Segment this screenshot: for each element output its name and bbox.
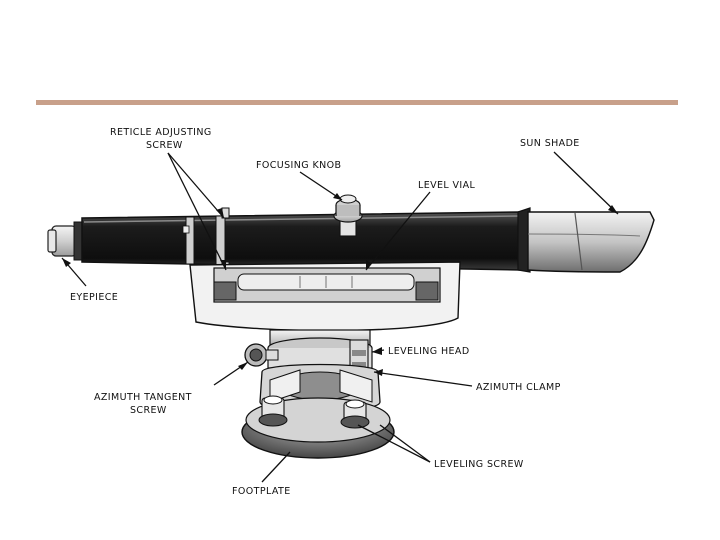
leader-sun-shade [553, 151, 619, 215]
eyepiece-part [47, 221, 85, 261]
labels: RETICLE ADJUSTING SCREW FOCUSING KNOB LE… [70, 127, 580, 497]
leader-reticle-lower [167, 152, 227, 271]
sun-shade-part [527, 211, 655, 273]
label-leveling-screw: LEVELING SCREW [434, 459, 524, 470]
label-azimuth-clamp: AZIMUTH CLAMP [476, 382, 561, 393]
label-sun-shade: SUN SHADE [520, 138, 580, 149]
leader-lines [61, 151, 619, 483]
level-vial-housing [189, 261, 461, 332]
label-reticle-adjusting: RETICLE ADJUSTING [110, 127, 212, 138]
label-azimuth-tangent-screw: SCREW [130, 405, 167, 416]
leveling-screw-left [258, 395, 288, 427]
leader-leveling-screw-b [357, 424, 431, 463]
label-eyepiece: EYEPIECE [70, 292, 118, 303]
label-reticle-screw: SCREW [146, 140, 183, 151]
arrowheads [62, 193, 618, 376]
label-footplate: FOOTPLATE [232, 486, 291, 497]
leader-leveling-screw-a [379, 424, 431, 463]
label-azimuth-tangent: AZIMUTH TANGENT [94, 392, 192, 403]
leader-reticle-upper [167, 152, 225, 219]
leader-footplate [261, 451, 291, 483]
leveling-screw-right [340, 399, 370, 429]
leader-azimuth-clamp [373, 371, 473, 387]
label-leveling-head: LEVELING HEAD [388, 346, 470, 357]
leader-level-vial [365, 191, 431, 271]
leader-focusing-knob [299, 171, 343, 201]
telescope [47, 207, 655, 273]
azimuth-tangent-screw-part [244, 343, 279, 367]
title-divider [36, 100, 678, 105]
focusing-knob-part [333, 194, 363, 237]
label-level-vial: LEVEL VIAL [418, 180, 476, 191]
label-focusing-knob: FOCUSING KNOB [256, 160, 341, 171]
footplate-part [241, 395, 395, 459]
